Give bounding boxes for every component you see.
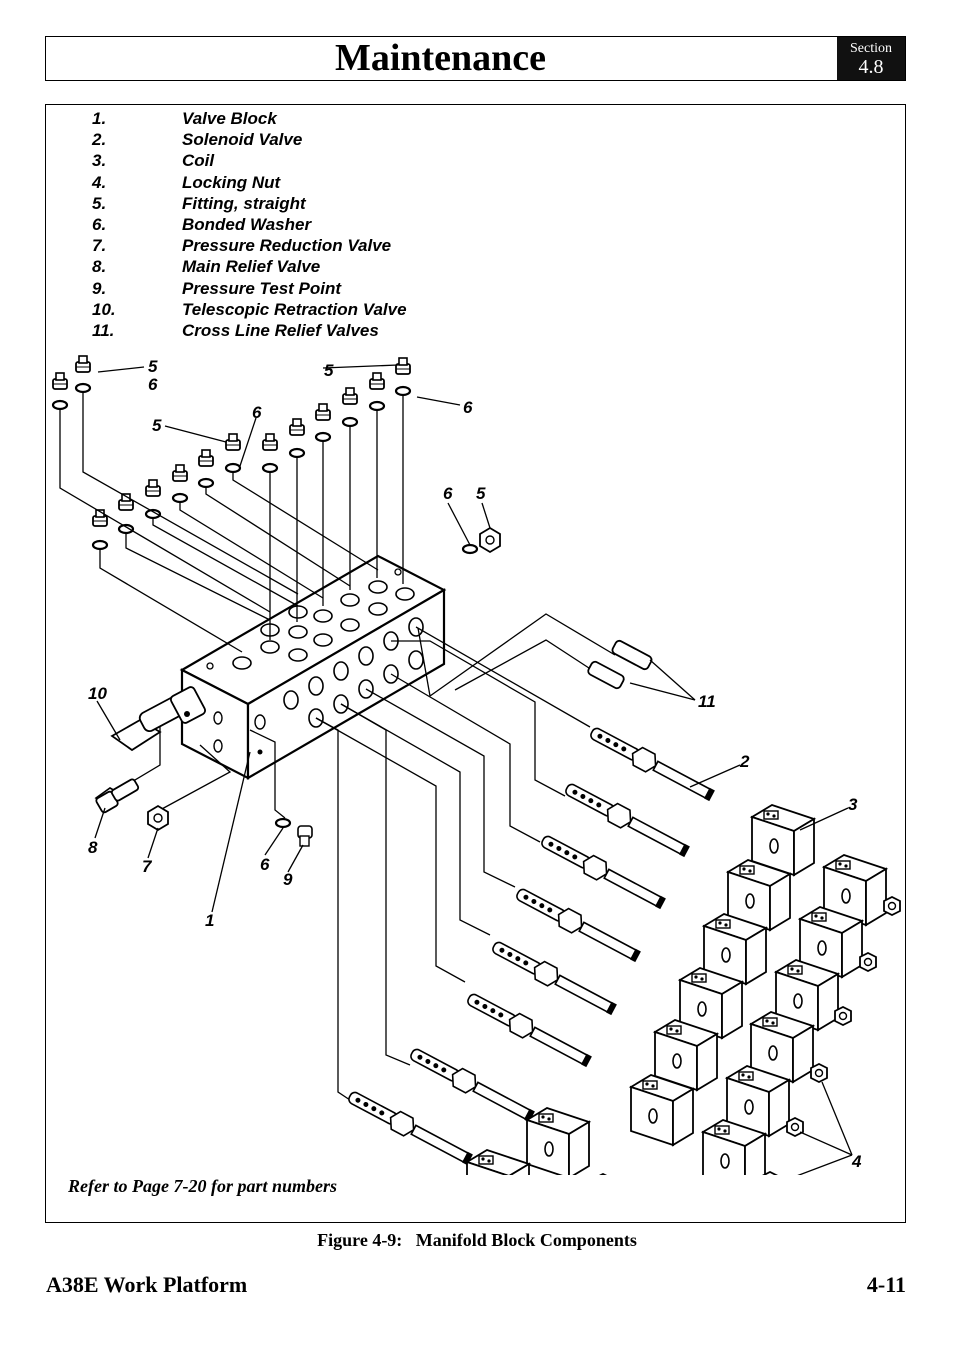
callout-4: 4 (851, 1152, 862, 1171)
legend-item: 6. Bonded Washer (92, 214, 407, 235)
legend-label: Pressure Reduction Valve (182, 236, 392, 256)
legend-label: Cross Line Relief Valves (182, 320, 379, 340)
figure-caption: Figure 4-9: Manifold Block Components (317, 1230, 637, 1250)
legend-label: Main Relief Valve (182, 257, 321, 277)
legend-item: 7. Pressure Reduction Valve (92, 235, 407, 256)
section-label: Section (850, 41, 892, 56)
legend-number: 6. (92, 214, 107, 234)
legend-label: Solenoid Valve (182, 130, 303, 150)
main-relief-valve (94, 778, 140, 814)
legend-number: 2. (92, 130, 107, 150)
legend-number: 5. (92, 193, 107, 213)
callout-6: 6 (463, 398, 473, 417)
pressure-reduction-valve (147, 804, 169, 832)
legend-label: Valve Block (182, 109, 277, 128)
manifold-exploded-diagram: 5 6 5 5 6 6 6 5 11 2 3 4 10 8 7 6 9 1 (51, 355, 901, 1175)
legend-number: 8. (92, 257, 107, 277)
footer-product-name: A38E Work Platform (46, 1272, 248, 1297)
callout-2: 2 (739, 752, 750, 771)
page-header: Maintenance Section 4.8 (45, 36, 906, 81)
callout-6: 6 (443, 484, 453, 503)
section-badge: Section 4.8 (837, 37, 905, 80)
legend-item: 10. Telescopic Retraction Valve (92, 299, 407, 320)
legend-label: Fitting, straight (182, 193, 306, 213)
page-title: Maintenance (334, 37, 547, 79)
legend-label: Telescopic Retraction Valve (182, 299, 407, 319)
legend-item: 4. Locking Nut (92, 172, 407, 193)
footer-page-number: 4-11 (866, 1272, 906, 1297)
legend-item: 5. Fitting, straight (92, 193, 407, 214)
legend-number: 4. (92, 172, 107, 192)
callout-11: 11 (698, 692, 716, 711)
callout-5: 5 (324, 361, 334, 380)
callout-6: 6 (252, 403, 262, 422)
coils (466, 804, 887, 1175)
pressure-test-point (274, 817, 313, 847)
legend-number: 3. (92, 151, 107, 171)
part-numbers-note: Refer to Page 7-20 for part numbers (68, 1176, 337, 1196)
cross-line-relief-valves (587, 639, 653, 690)
legend-number: 10. (92, 299, 116, 319)
assembly-lines (59, 393, 616, 1101)
valve-block (179, 554, 447, 780)
legend-number: 9. (92, 278, 107, 298)
legend-number: 11. (92, 320, 115, 340)
callout-8: 8 (88, 838, 98, 857)
callout-7: 7 (142, 857, 153, 876)
callout-5: 5 (152, 416, 162, 435)
legend-item: 1. Valve Block (92, 108, 407, 129)
legend-label: Bonded Washer (182, 214, 312, 234)
callout-10: 10 (88, 684, 107, 703)
legend-label: Pressure Test Point (182, 278, 342, 298)
legend-item: 3. Coil (92, 150, 407, 171)
callout-6: 6 (260, 855, 270, 874)
legend-item: 2. Solenoid Valve (92, 129, 407, 150)
legend-label: Coil (182, 151, 215, 171)
callout-6: 6 (148, 375, 158, 394)
callout-5: 5 (148, 357, 158, 376)
callout-1: 1 (205, 911, 214, 930)
callout-9: 9 (283, 870, 293, 889)
telescopic-retraction-valve (110, 686, 207, 752)
legend-item: 11. Cross Line Relief Valves (92, 320, 407, 341)
legend-label: Locking Nut (182, 172, 281, 192)
legend-item: 8. Main Relief Valve (92, 256, 407, 277)
legend-number: 1. (92, 109, 107, 128)
parts-legend: 1. Valve Block 2. Solenoid Valve 3. Coil 4.… (92, 108, 407, 341)
callouts: 5 6 5 5 6 6 6 5 11 2 3 4 10 8 7 6 9 1 (88, 357, 862, 1171)
callout-3: 3 (848, 795, 858, 814)
figure-frame (45, 104, 906, 1223)
leader-lines (94, 364, 853, 1175)
legend-number: 7. (92, 236, 107, 256)
section-number: 4.8 (858, 56, 884, 78)
legend-item: 9. Pressure Test Point (92, 278, 407, 299)
callout-5: 5 (476, 484, 486, 503)
